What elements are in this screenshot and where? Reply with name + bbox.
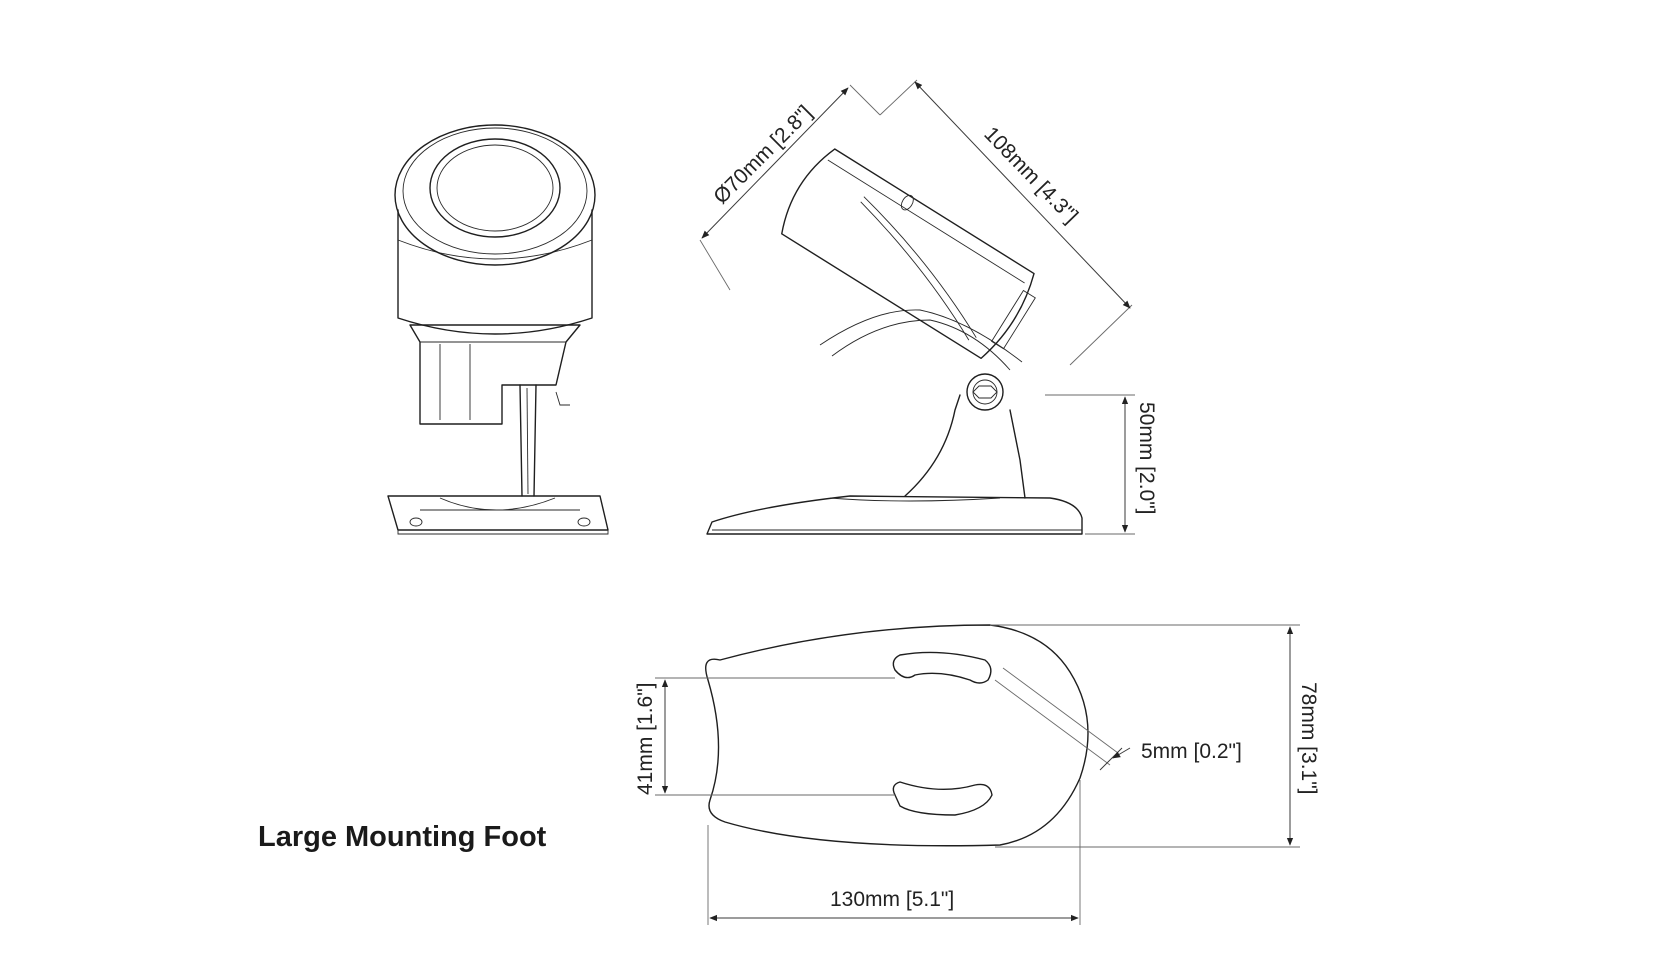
- length-label: 108mm [4.3"]: [979, 122, 1082, 227]
- slot-spacing-dimension: 41mm [1.6"]: [634, 677, 895, 796]
- slot-spacing-label: 41mm [1.6"]: [634, 683, 657, 796]
- diameter-label: Ø70mm [2.8"]: [709, 101, 816, 208]
- side-view-drawing: [706, 148, 1083, 535]
- height-dimension: 50mm [2.0"]: [1045, 394, 1158, 535]
- foot-width-label: 78mm [3.1"]: [1297, 682, 1320, 795]
- slot-width-label: 5mm [0.2"]: [1141, 740, 1242, 763]
- front-view-drawing: [387, 124, 609, 535]
- foot-width-dimension: 78mm [3.1"]: [990, 624, 1320, 848]
- caption-large-mounting-foot: Large Mounting Foot: [258, 821, 547, 853]
- length-dimension: 108mm [4.3"]: [879, 79, 1133, 366]
- foot-top-view-drawing: [705, 624, 1089, 847]
- slot-width-dimension: 5mm [0.2"]: [994, 667, 1242, 771]
- foot-length-dimension: 130mm [5.1"]: [707, 780, 1081, 925]
- height-label: 50mm [2.0"]: [1135, 402, 1158, 515]
- diameter-dimension: Ø70mm [2.8"]: [699, 84, 881, 291]
- foot-length-label: 130mm [5.1"]: [830, 888, 954, 911]
